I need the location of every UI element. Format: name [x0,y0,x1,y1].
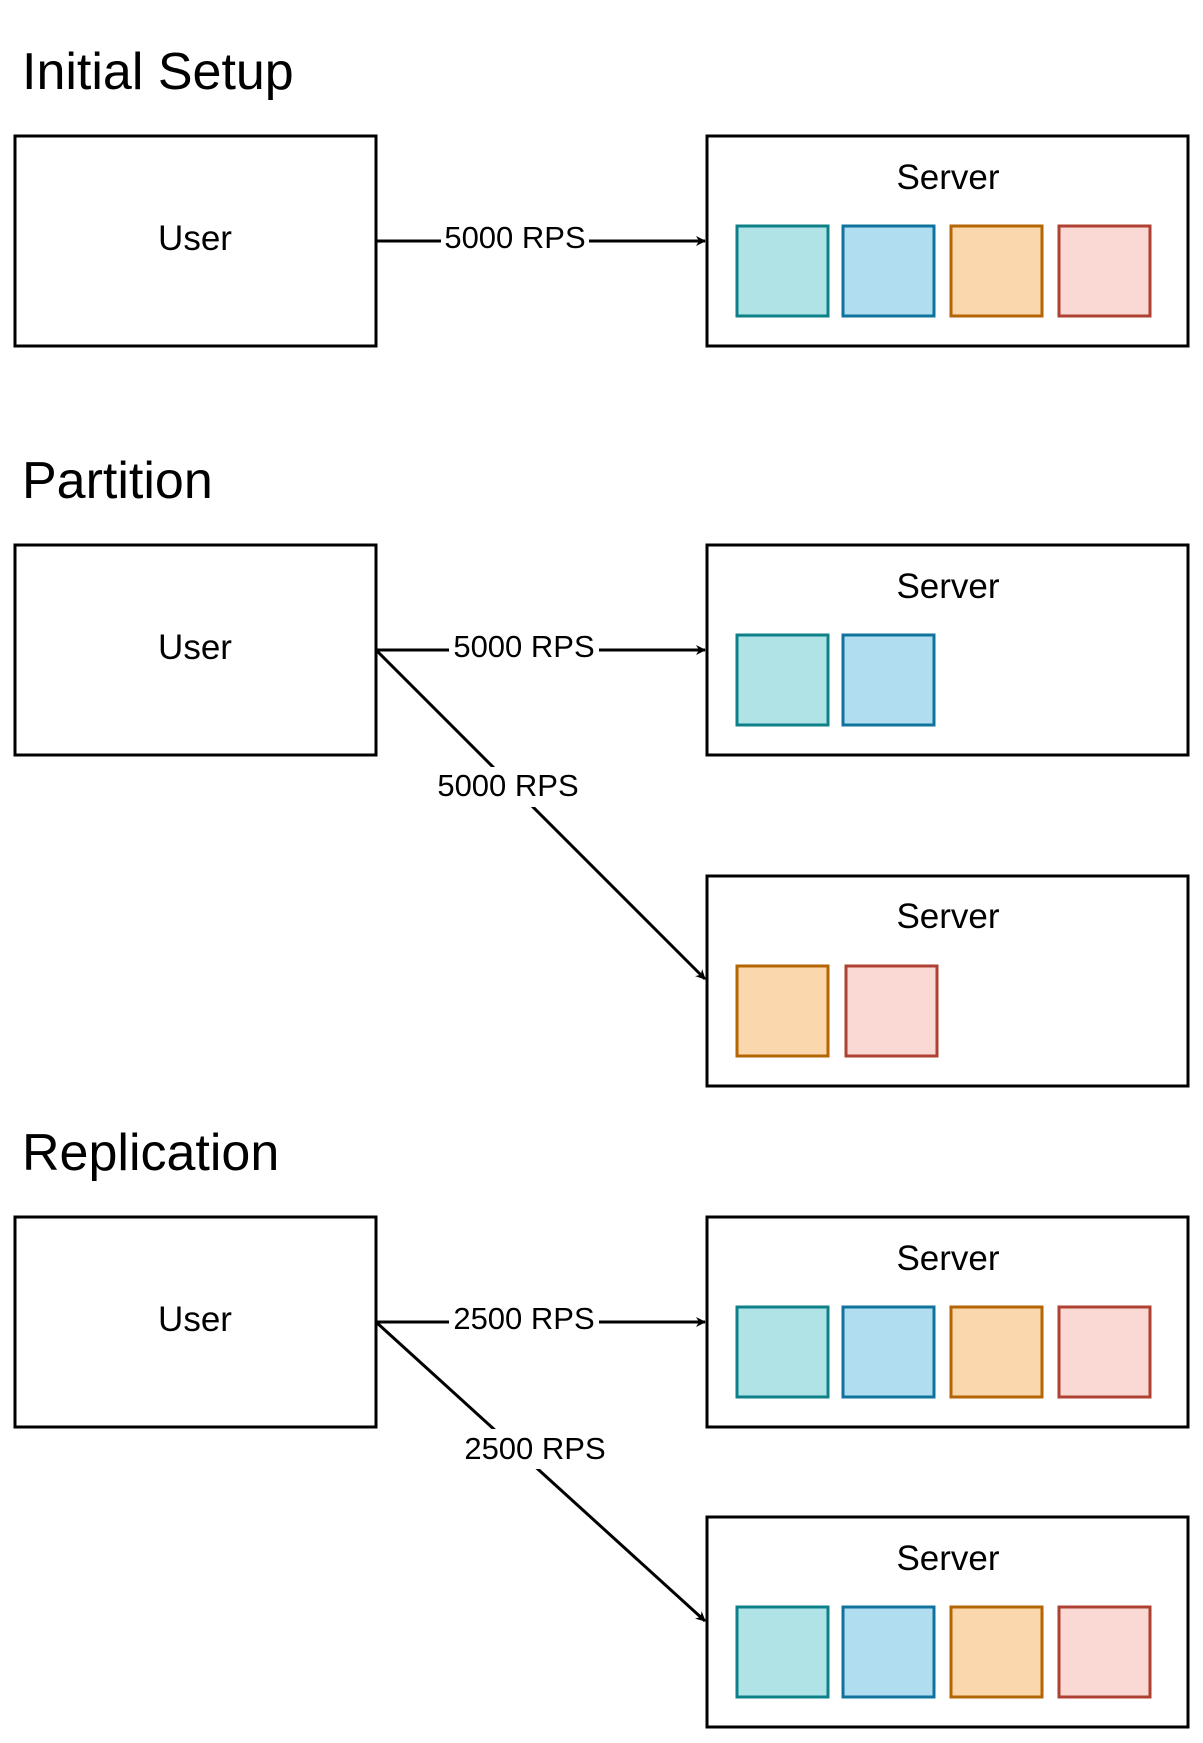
edge-user-to-server-1: 2500 RPS [376,1301,706,1339]
data-block-orange [949,224,1044,318]
server-node-2: Server [705,874,1190,1088]
data-block-teal [735,1305,830,1399]
edge-label: 2500 RPS [453,1301,594,1336]
user-label: User [158,1300,232,1339]
section-partition: Partition User Server Server 5000 RPS 50… [13,452,1190,1088]
edge-label: 5000 RPS [453,629,594,664]
edge-user-to-server-1: 5000 RPS [376,629,706,667]
data-block-blue [841,1305,936,1399]
user-box [13,134,378,348]
section-initial-setup: Initial Setup User Server 5000 RPS [13,43,1190,348]
server-node-2: Server [705,1515,1190,1729]
user-label: User [158,628,232,667]
data-block-blue [841,633,936,727]
data-block-red [844,964,939,1058]
data-block-red [1057,224,1152,318]
user-node: User [13,1215,378,1429]
edge-label: 5000 RPS [437,768,578,803]
edge-label: 2500 RPS [464,1431,605,1466]
section-title: Partition [22,452,213,510]
edge-arrow [374,1320,707,1623]
user-label: User [158,219,232,258]
section-title: Replication [22,1124,279,1182]
edge-label-bg [449,631,599,667]
edge-label-bg [432,767,584,807]
edge-label-bg [449,1303,599,1339]
data-block-teal [735,633,830,727]
server-label: Server [896,1539,999,1578]
edge-label: 5000 RPS [444,220,585,255]
server-node-1: Server [705,1215,1190,1429]
server-node: Server [705,134,1190,348]
user-node: User [13,543,378,757]
data-block-red [1057,1305,1152,1399]
user-box [13,1215,378,1429]
server-label: Server [896,1239,999,1278]
section-replication: Replication User Server Server 2500 RPS [13,1124,1190,1729]
data-block-orange [949,1305,1044,1399]
data-block-orange [735,964,830,1058]
edge-label-bg [441,222,589,258]
edge-label-bg [459,1429,611,1469]
data-block-blue [841,224,936,318]
user-box [13,543,378,757]
server-label: Server [896,897,999,936]
edge-arrow [374,648,707,981]
edge-user-to-server-2: 5000 RPS [374,648,707,981]
data-block-red [1057,1605,1152,1699]
data-block-teal [735,1605,830,1699]
data-block-orange [949,1605,1044,1699]
data-block-blue [841,1605,936,1699]
data-block-teal [735,224,830,318]
server-node-1: Server [705,543,1190,757]
edge-user-to-server-2: 2500 RPS [374,1320,707,1623]
server-label: Server [896,567,999,606]
edge-user-to-server: 5000 RPS [376,220,706,258]
section-title: Initial Setup [22,43,294,101]
user-node: User [13,134,378,348]
server-label: Server [896,158,999,197]
